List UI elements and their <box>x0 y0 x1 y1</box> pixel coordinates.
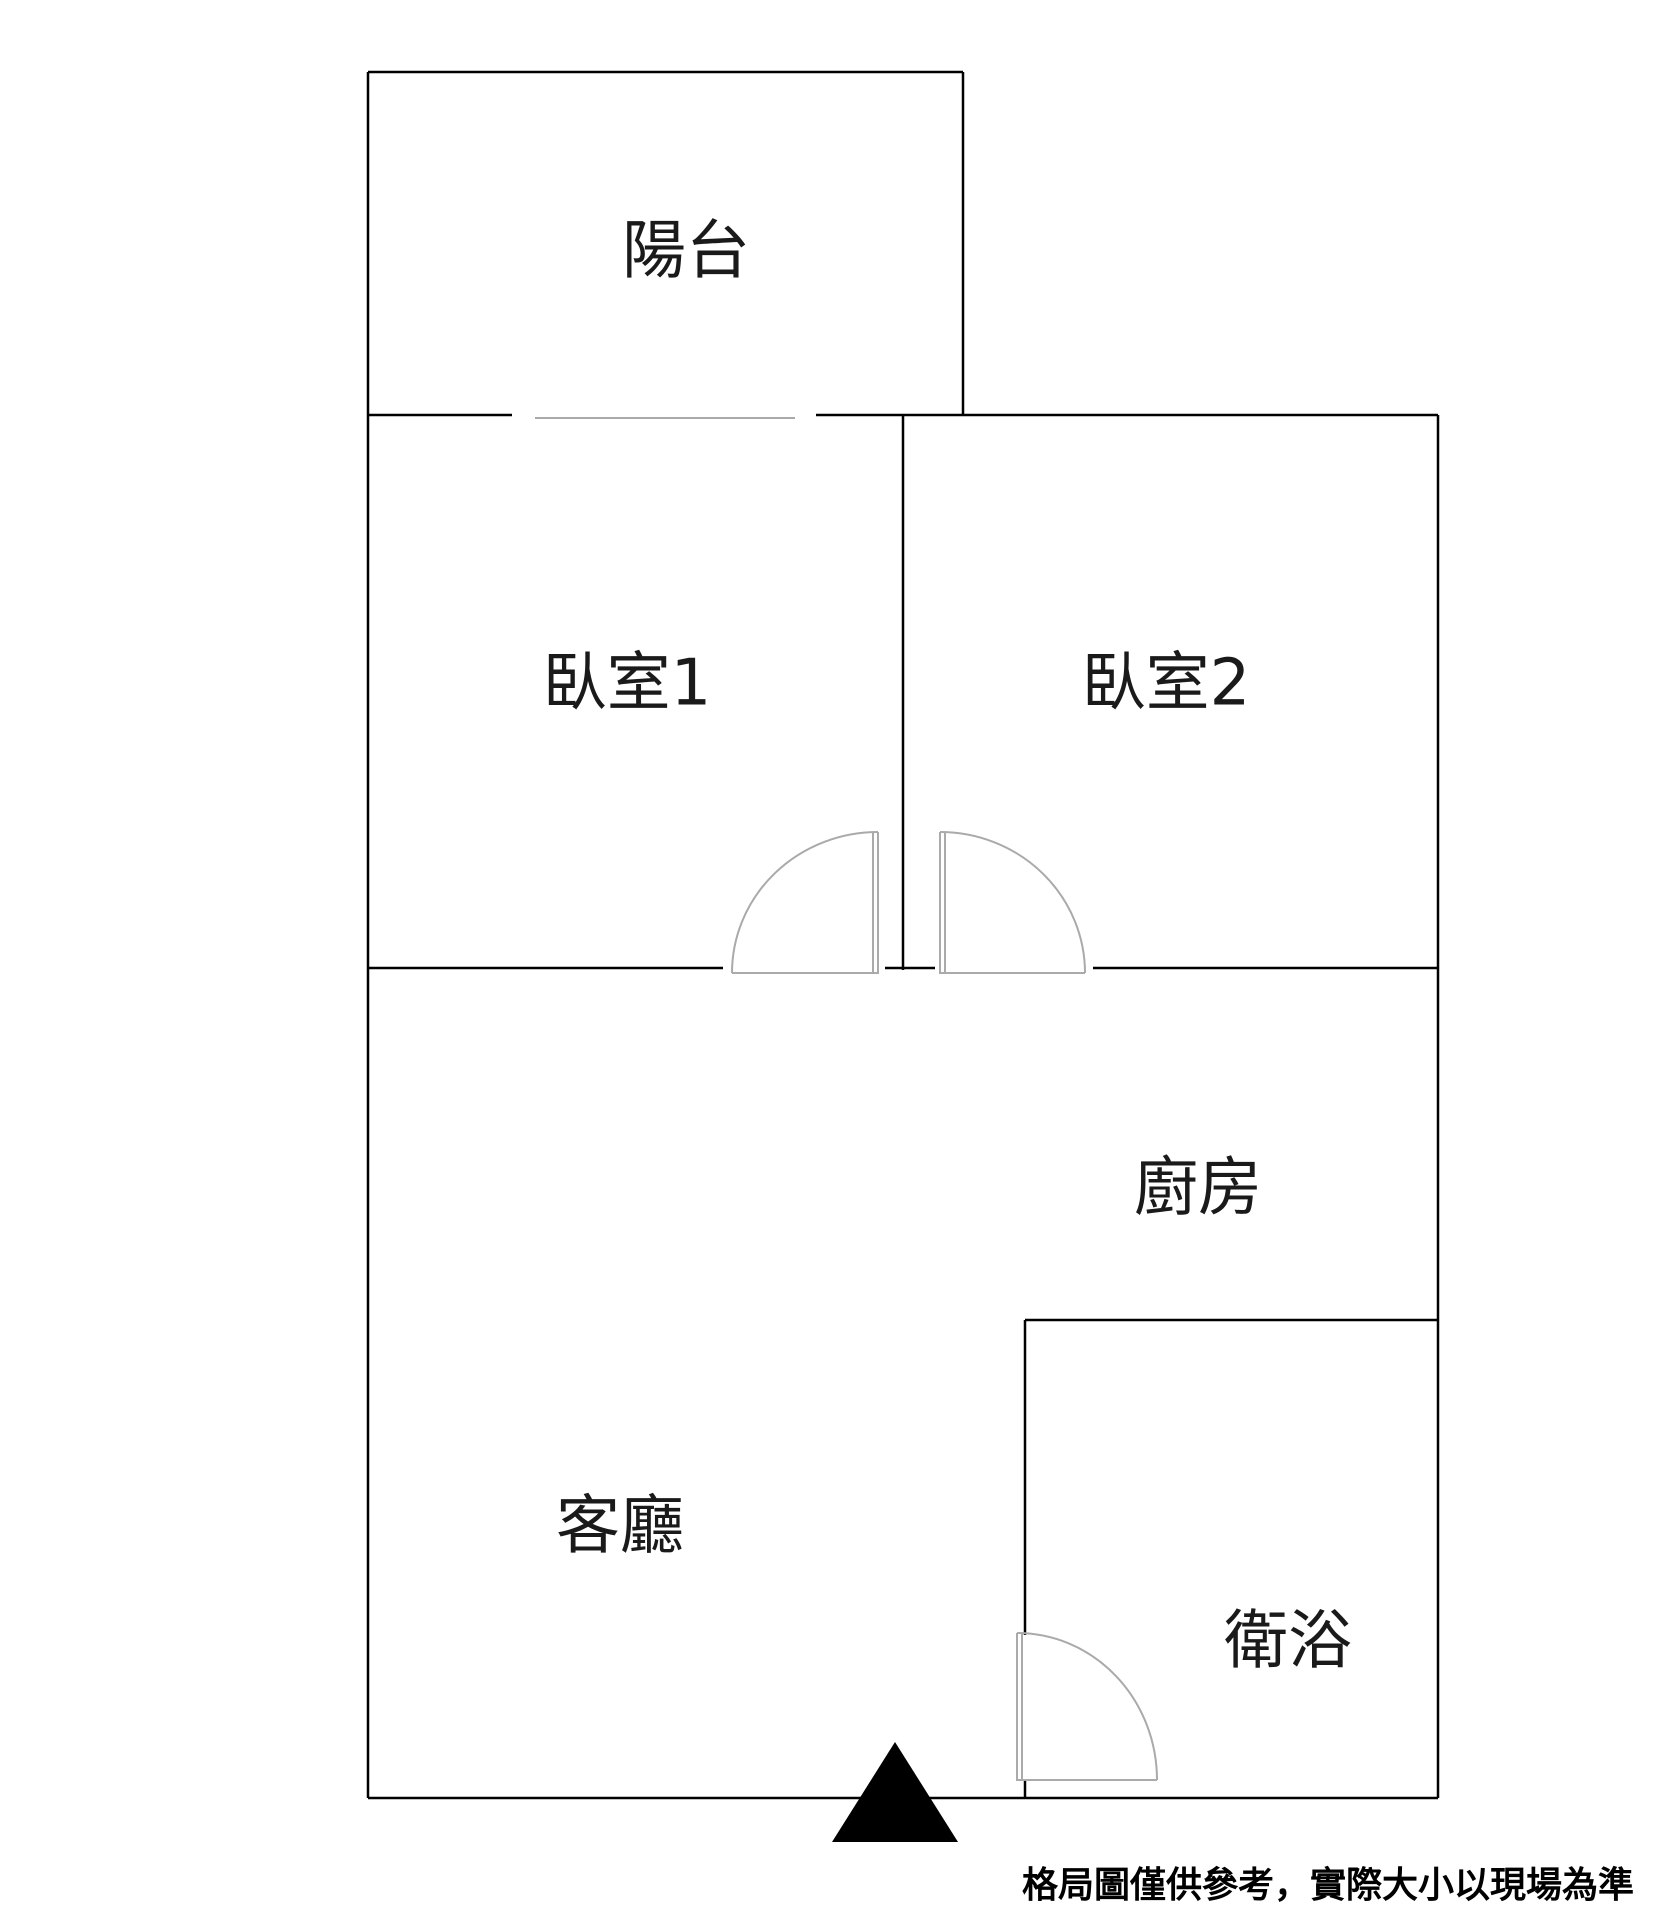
room-label-living-room: 客廳 <box>556 1490 684 1564</box>
room-label-balcony: 陽台 <box>622 215 750 289</box>
room-label-bathroom: 衛浴 <box>1224 1605 1352 1679</box>
entrance-arrow-icon <box>832 1742 958 1842</box>
bathroom-door <box>1016 1632 1158 1781</box>
disclaimer-note: 格局圖僅供參考，實際大小以現場為準 <box>1021 1865 1634 1906</box>
room-label-bedroom1: 臥室1 <box>543 647 712 721</box>
doors <box>731 831 1158 1781</box>
bedroom1-door <box>731 831 879 974</box>
room-label-bedroom2: 臥室2 <box>1082 647 1251 721</box>
bedroom2-door <box>939 831 1086 974</box>
walls <box>366 70 1440 1800</box>
room-label-kitchen: 廚房 <box>1134 1152 1262 1226</box>
